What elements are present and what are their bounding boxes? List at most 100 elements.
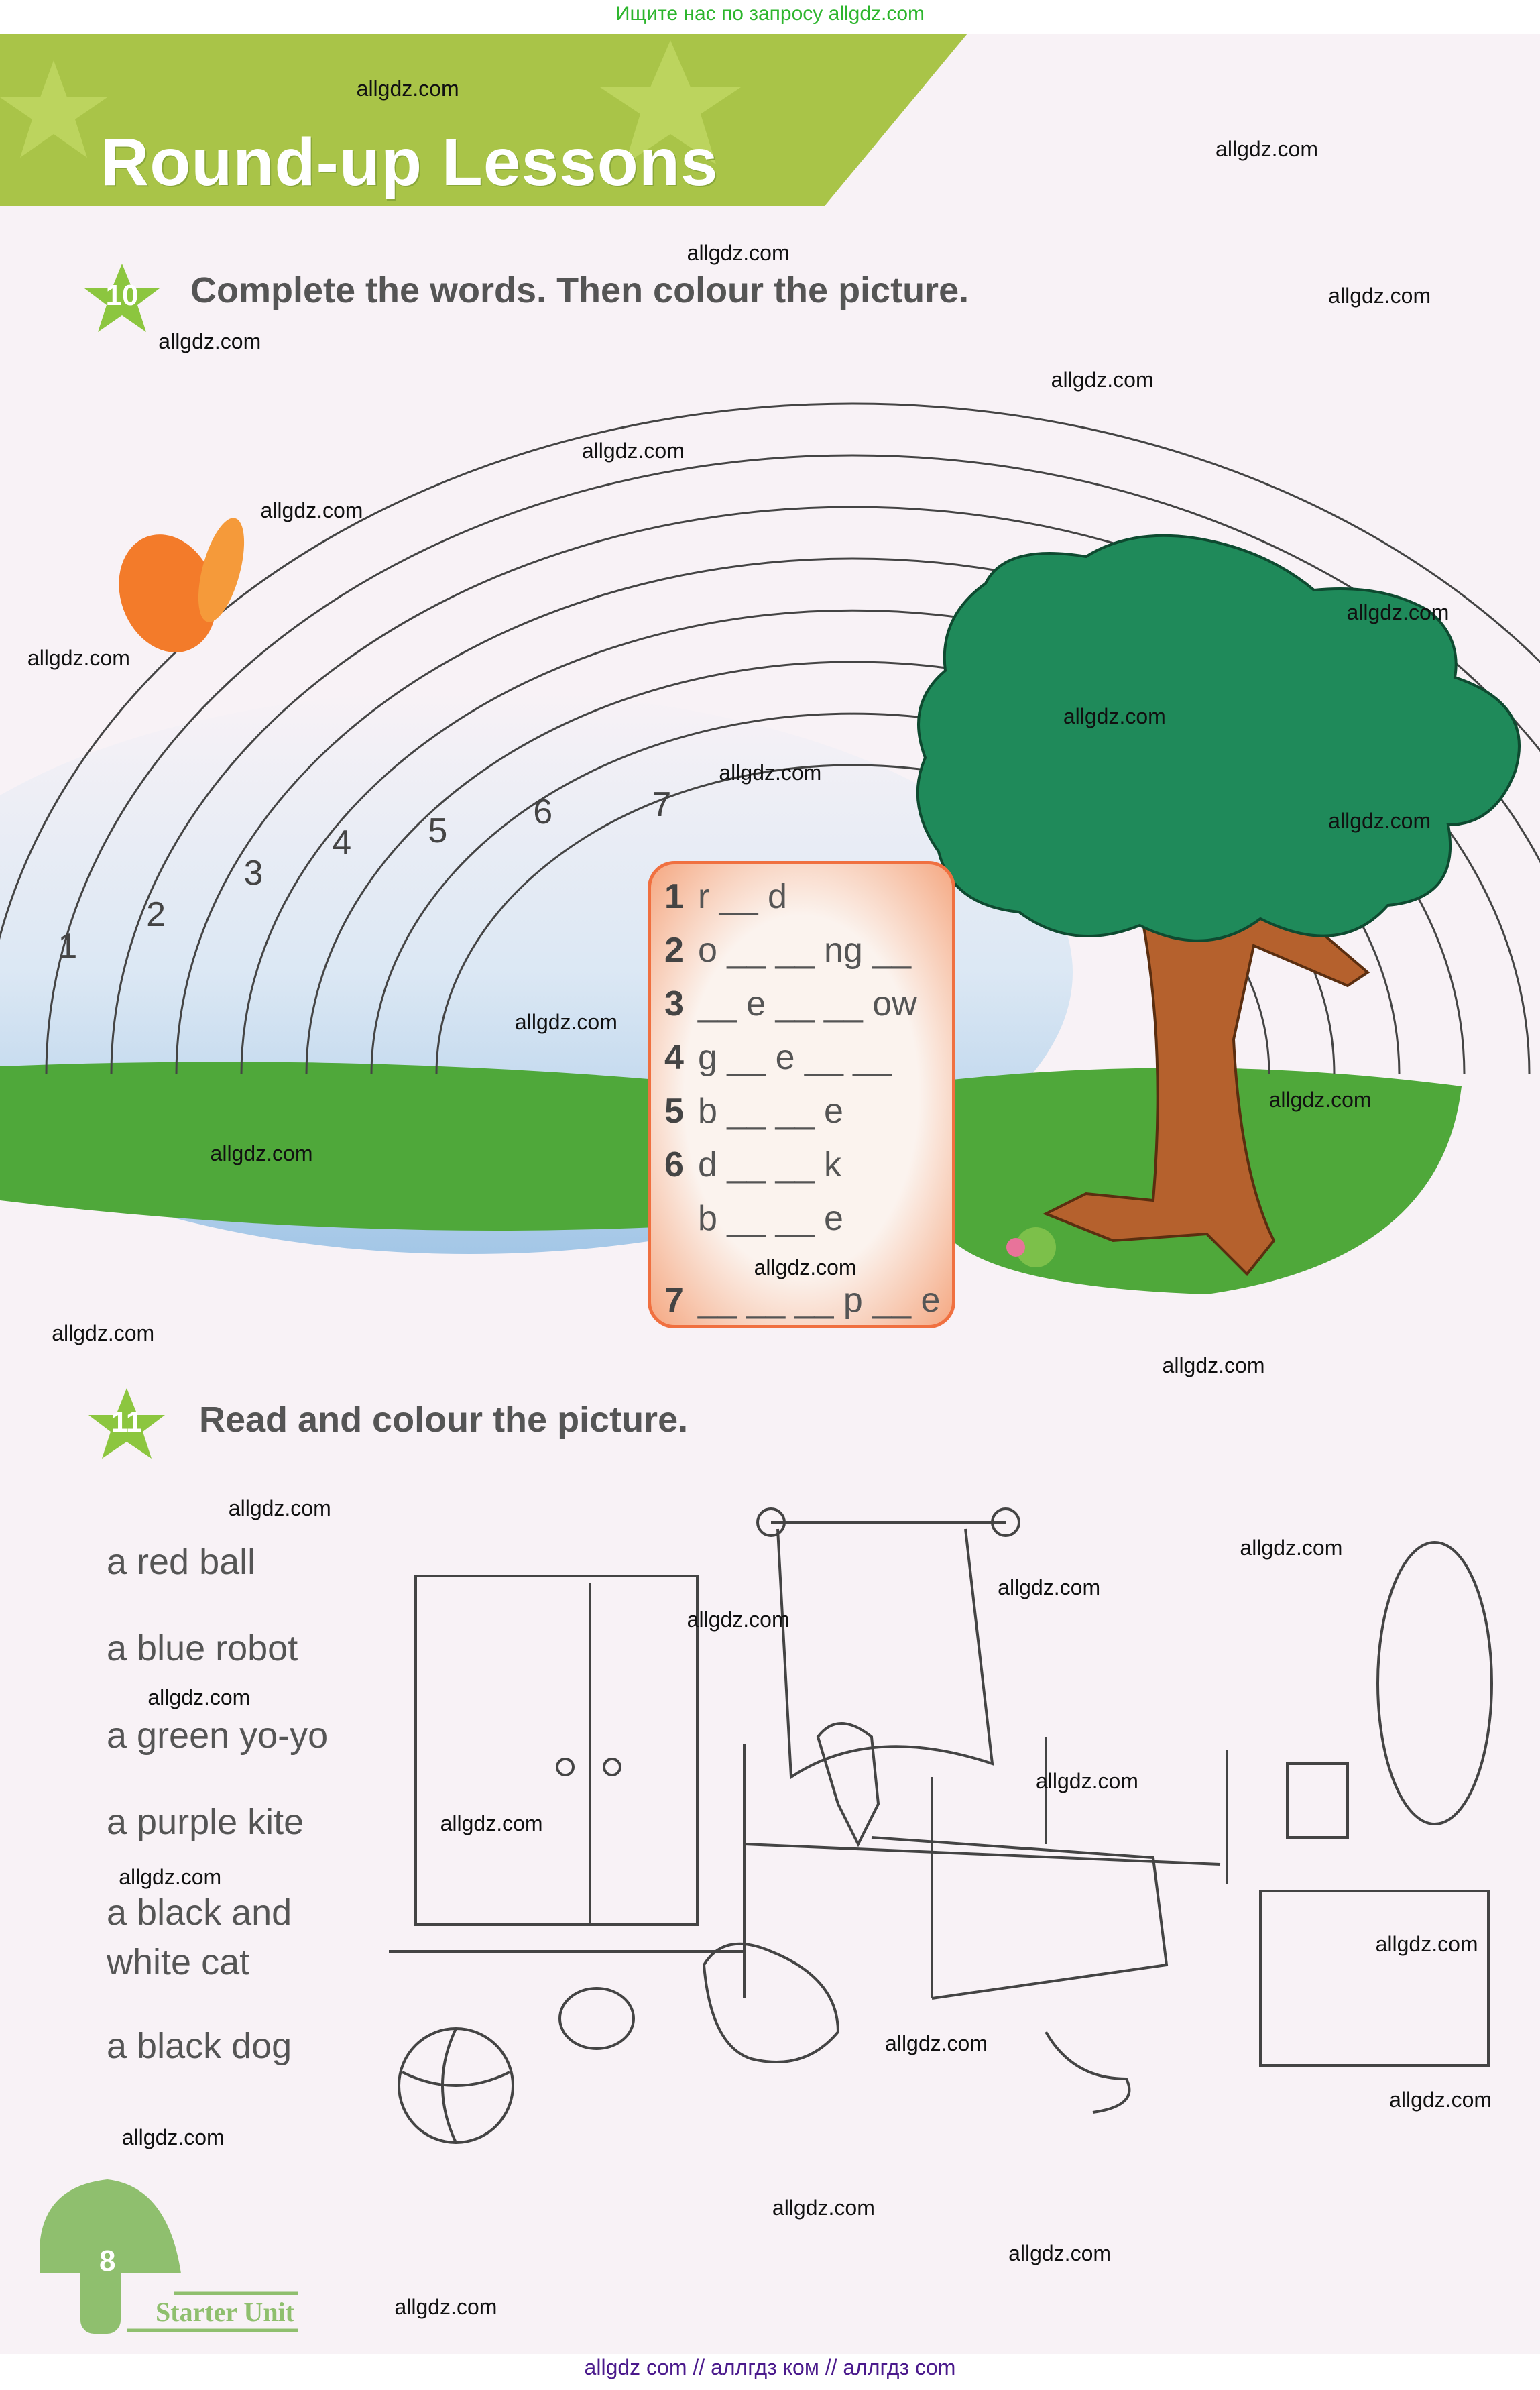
watermark: allgdz.com [772, 2195, 875, 2220]
header-star-decoration [600, 40, 741, 164]
watermark: allgdz.com [228, 1496, 331, 1521]
watermark: allgdz.com [1389, 2087, 1492, 2112]
word-row: 5 b __ __ e [664, 1092, 843, 1130]
exercise-10-number: 10 [105, 279, 139, 312]
word-row: 1 r __ d [664, 878, 787, 915]
bottom-banner[interactable]: allgdz com // аллгдз ком // аллгдз com [584, 2355, 956, 2379]
word-puzzle: __ e __ __ ow [698, 984, 917, 1023]
robot [1286, 1762, 1349, 1839]
watermark: allgdz.com [121, 2125, 225, 2150]
word-row: 6 d __ __ k [664, 1146, 841, 1184]
page-number-mushroom [40, 2179, 298, 2334]
word-puzzle: __ __ __ p __ e [698, 1281, 941, 1320]
exercise-11-number: 11 [111, 1406, 143, 1438]
rainbow-arc [0, 402, 1540, 940]
blanket [871, 1836, 1169, 2000]
word-row: 4 g __ e __ __ [664, 1039, 892, 1076]
rainbow-band-number: 2 [146, 895, 166, 934]
watermark: allgdz.com [1346, 600, 1449, 625]
wardrobe [414, 1575, 699, 1926]
watermark: allgdz.com [1063, 703, 1166, 728]
curtain [776, 1528, 994, 1780]
watermark: allgdz.com [27, 646, 130, 671]
workbook-page: Round-up Lessons 10 Complete the words. … [0, 34, 1540, 2354]
word-puzzle: o __ __ ng __ [698, 931, 912, 970]
word-puzzle: d __ __ k [698, 1145, 841, 1184]
rainbow-band-number: 3 [243, 854, 263, 893]
watermark: allgdz.com [1268, 1088, 1372, 1113]
header-star-decoration [0, 60, 107, 158]
rainbow-band-number: 4 [332, 823, 352, 862]
word-number: 5 [664, 1092, 684, 1131]
mirror [1376, 1541, 1493, 1825]
rainbow-band-number: 1 [58, 927, 78, 966]
watermark: allgdz.com [1035, 1768, 1138, 1793]
watermark: allgdz.com [440, 1811, 543, 1836]
cat [702, 1942, 840, 2063]
exercise-10-star [84, 264, 160, 332]
header-banner [0, 34, 967, 206]
watermark: allgdz.com [514, 1010, 617, 1035]
watermark: allgdz.com [1375, 1931, 1478, 1956]
watermark: allgdz.com [1051, 367, 1154, 392]
butterfly-illustration [119, 518, 245, 652]
watermark: allgdz.com [52, 1320, 155, 1345]
watermark: allgdz.com [719, 760, 822, 785]
word-row: 3 __ e __ __ ow [664, 985, 917, 1023]
tree [916, 534, 1521, 1276]
colour-item-black-dog: a black dog [107, 2026, 292, 2066]
colour-item-black-white-cat: a black and white cat [107, 1892, 292, 1982]
dog [816, 1722, 880, 1847]
word-box: 1 r __ d 2 o __ __ ng __ 3 __ e __ __ ow 4 g __… [648, 861, 955, 1328]
watermark: allgdz.com [1328, 809, 1431, 834]
watermark: allgdz.com [210, 1141, 313, 1165]
watermark: allgdz.com [147, 1685, 251, 1709]
watermark: allgdz.com [1216, 137, 1318, 162]
word-row: 7 __ __ __ p __ e [664, 1282, 940, 1319]
watermark: allgdz.com [1240, 1536, 1343, 1560]
word-number: 4 [664, 1038, 684, 1077]
top-banner[interactable]: Ищите нас по запросу allgdz.com [615, 3, 925, 25]
grass [0, 1062, 657, 1231]
exercise-11-star [88, 1388, 165, 1459]
word-number: 1 [664, 877, 684, 916]
word-puzzle: b __ __ e [698, 1092, 843, 1131]
word-puzzle: r __ d [698, 877, 787, 916]
watermark: allgdz.com [1328, 283, 1431, 308]
watermark: allgdz.com [158, 329, 261, 353]
yo-yo [558, 1987, 635, 2050]
watermark: allgdz.com [581, 439, 685, 463]
watermark: allgdz.com [260, 498, 363, 522]
word-number: 7 [664, 1281, 684, 1320]
watermark: allgdz.com [1008, 2241, 1112, 2266]
word-number: 3 [664, 984, 684, 1023]
watermark: allgdz.com [687, 1607, 790, 1632]
rainbow-band-number: 5 [428, 811, 448, 850]
watermark: allgdz.com [119, 1864, 222, 1889]
exercise-11-instruction: Read and colour the picture. [199, 1400, 689, 1440]
bedroom-line-art [389, 1507, 1493, 2144]
rainbow-band-number: 6 [533, 793, 553, 832]
word-number: 6 [664, 1145, 684, 1184]
watermark: allgdz.com [356, 76, 459, 101]
colour-item-green-yoyo: a green yo-yo [107, 1715, 329, 1756]
watermark: allgdz.com [394, 2294, 497, 2319]
bed [743, 1737, 1228, 1998]
colour-item-blue-robot: a blue robot [107, 1628, 298, 1668]
exercise-10-instruction: Complete the words. Then colour the pict… [190, 270, 969, 310]
colour-item-purple-kite: a purple kite [107, 1802, 304, 1842]
watermark: allgdz.com [998, 1575, 1101, 1600]
nightstand [1259, 1890, 1490, 2067]
watermark: allgdz.com [754, 1255, 857, 1280]
watermark: allgdz.com [687, 240, 790, 265]
rainbow-arc [45, 454, 1540, 1075]
page-number: 8 [99, 2244, 116, 2277]
unit-label: Starter Unit [156, 2297, 294, 2327]
rainbow-band-number: 7 [652, 785, 672, 825]
page-title: Round-up Lessons [101, 125, 719, 200]
word-number: 2 [664, 931, 684, 970]
watermark: allgdz.com [1162, 1353, 1265, 1377]
colour-item-red-ball: a red ball [107, 1542, 256, 1582]
watermark: allgdz.com [885, 2031, 988, 2055]
word-puzzle: g __ e __ __ [698, 1038, 892, 1077]
